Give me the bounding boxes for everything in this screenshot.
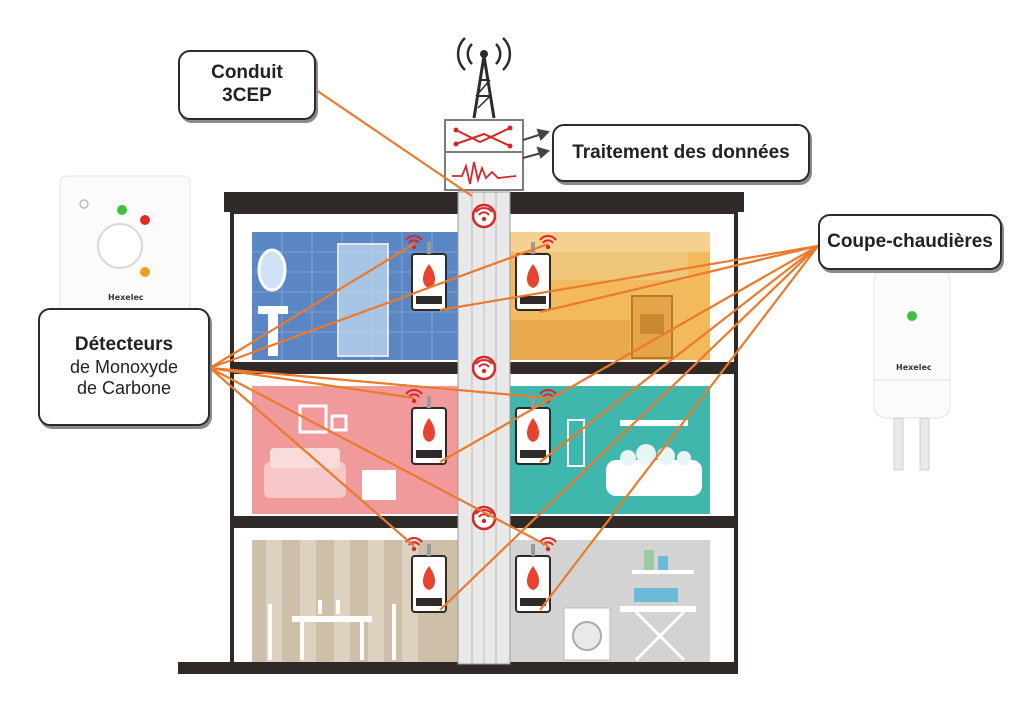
green-led-icon xyxy=(907,311,917,321)
boiler-cutoff-device: Hexelec xyxy=(873,267,951,471)
routing-icon xyxy=(455,127,511,147)
connector-line xyxy=(315,89,473,197)
sink-icon xyxy=(258,306,288,314)
sofa-icon xyxy=(264,462,346,498)
boiler-unit xyxy=(515,544,551,613)
radiator-icon xyxy=(362,470,396,500)
speaker-icon xyxy=(79,199,89,209)
connector-line xyxy=(439,244,819,312)
detector-brand: Hexelec xyxy=(108,293,144,302)
label-coupe-text: Coupe-chaudières xyxy=(827,230,993,252)
chimney-duct xyxy=(457,191,511,665)
plug-pin xyxy=(919,417,930,471)
antenna-icon xyxy=(456,37,512,119)
flame-icon xyxy=(422,418,436,442)
output-arrows xyxy=(522,128,551,159)
label-conduit-line2: 3CEP xyxy=(222,85,272,106)
connector-line xyxy=(209,367,415,547)
wireless-signal-icon xyxy=(539,235,557,250)
label-conduit-line1: Conduit xyxy=(211,62,283,84)
flame-icon xyxy=(422,566,436,590)
connector-line xyxy=(209,366,415,400)
test-button-icon xyxy=(97,223,143,269)
wireless-signal-icon xyxy=(471,505,497,531)
connector-line xyxy=(539,244,819,314)
connector-lines xyxy=(209,89,819,611)
mirror-icon xyxy=(257,248,287,292)
label-coupe-chaudieres: Coupe-chaudières xyxy=(818,214,1002,270)
label-detect-line1: Détecteurs xyxy=(74,334,174,355)
table-icon xyxy=(292,616,372,622)
label-traitement-donnees: Traitement des données xyxy=(552,124,810,182)
flame-icon xyxy=(526,418,540,442)
wireless-signal-icon xyxy=(471,203,497,229)
boiler-unit xyxy=(515,396,551,465)
label-detecteurs-co: Détecteurs de Monoxyde de Carbone xyxy=(38,308,210,426)
data-processing-box xyxy=(444,119,524,191)
wireless-signal-icon xyxy=(471,355,497,381)
bathtub-icon xyxy=(606,460,702,496)
connector-line xyxy=(209,366,549,400)
detergent-icon xyxy=(644,550,654,570)
label-traitement-text: Traitement des données xyxy=(572,141,790,163)
amber-led-icon xyxy=(140,267,150,277)
red-led-icon xyxy=(140,215,150,225)
connector-line xyxy=(209,243,415,369)
boiler-unit xyxy=(411,396,447,465)
plug-pin xyxy=(893,417,904,471)
flame-icon xyxy=(526,566,540,590)
green-led-icon xyxy=(117,205,127,215)
connector-line xyxy=(209,242,549,370)
cutoff-brand: Hexelec xyxy=(896,363,932,372)
boiler-unit xyxy=(411,242,447,311)
connector-line xyxy=(209,367,549,547)
ironing-board-icon xyxy=(620,606,696,612)
frame-icon xyxy=(298,404,328,434)
connector-line xyxy=(539,245,819,463)
boiler-unit xyxy=(411,544,447,613)
co-detector-device: Hexelec xyxy=(59,175,191,313)
waveform-icon xyxy=(452,161,517,185)
shower-icon xyxy=(337,243,389,357)
label-detect-line3: de Carbone xyxy=(76,378,172,399)
flame-icon xyxy=(526,264,540,288)
connector-line xyxy=(439,245,819,463)
towel-rack-icon xyxy=(567,419,585,467)
label-conduit-3cep: Conduit 3CEP xyxy=(178,50,316,120)
chair-icon xyxy=(268,604,272,660)
connector-line xyxy=(439,245,819,611)
connector-line xyxy=(539,245,819,611)
label-detect-line2: de Monoxyde xyxy=(69,356,179,377)
flame-icon xyxy=(422,264,436,288)
